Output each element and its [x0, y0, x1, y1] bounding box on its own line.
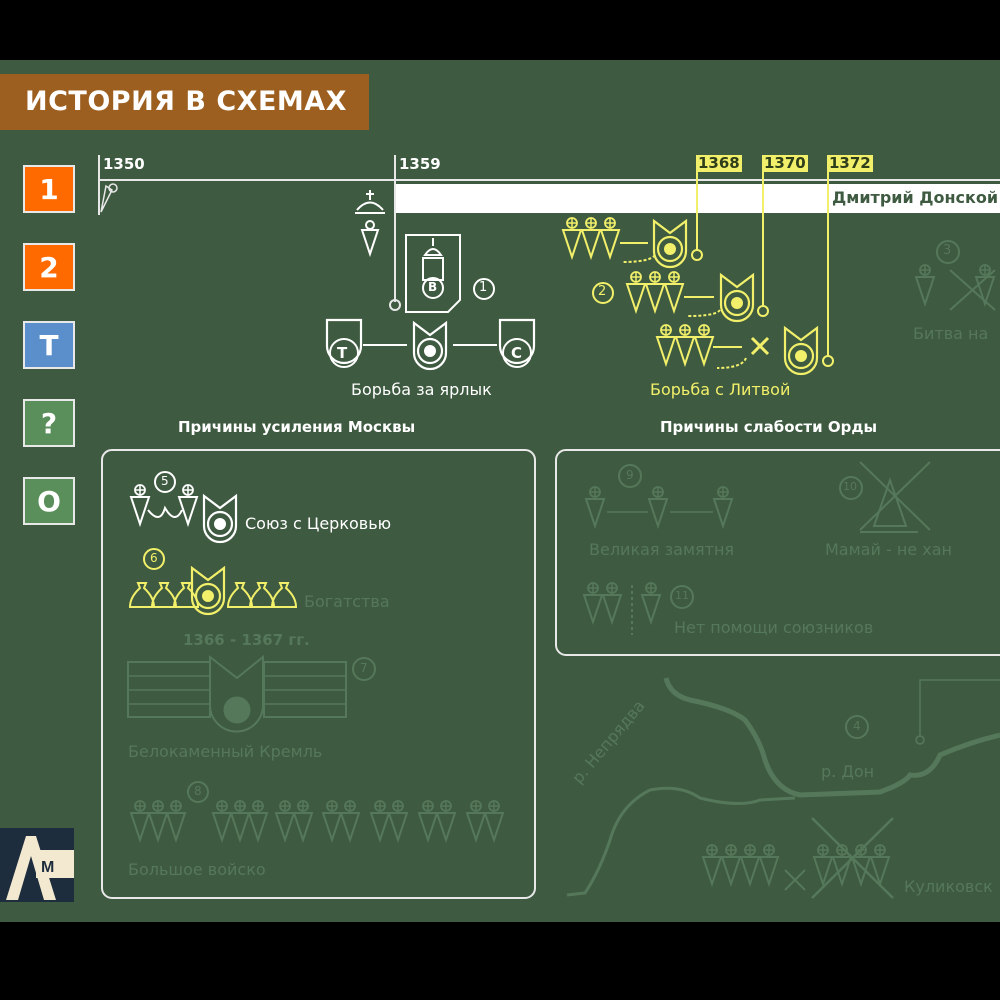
moscow-box	[101, 449, 536, 899]
page-title: ИСТОРИЯ В СХЕМАХ	[25, 86, 347, 117]
ruler-name: Дмитрий Донской	[832, 188, 999, 207]
army-label[interactable]: Большое войско	[128, 860, 266, 879]
event-number-4[interactable]: 4	[853, 719, 861, 733]
year-1359: 1359	[399, 155, 441, 173]
moscow-heading: Причины усиления Москвы	[178, 418, 416, 436]
river-don-label: р. Дон	[821, 762, 875, 781]
suzdal-letter: C	[511, 344, 523, 362]
item-number-6[interactable]: 6	[150, 551, 158, 565]
year-1368[interactable]: 1368	[696, 154, 742, 172]
logo-icon: M	[6, 836, 74, 900]
item-number-9[interactable]: 9	[626, 468, 634, 482]
year-1372[interactable]: 1372	[827, 154, 873, 172]
great-troubles-label[interactable]: Великая замятня	[589, 540, 735, 559]
svg-text:M: M	[41, 859, 54, 876]
year-1370[interactable]: 1370	[762, 154, 808, 172]
nav-button-2[interactable]: 2	[23, 243, 75, 291]
item-number-8[interactable]: 8	[194, 784, 202, 798]
vladimir-letter: B	[428, 280, 438, 294]
logo: M	[0, 828, 74, 902]
item-number-5[interactable]: 5	[161, 474, 169, 488]
horde-icons	[583, 461, 931, 635]
yarlyk-diagram	[325, 190, 536, 371]
battle-vozha-label[interactable]: Битва на	[913, 324, 989, 343]
wealth-icon	[129, 548, 297, 616]
event-number-3[interactable]: 3	[943, 243, 952, 258]
event-number-1[interactable]: 1	[479, 280, 488, 295]
horde-heading: Причины слабости Орды	[660, 418, 878, 436]
page-title-banner: ИСТОРИЯ В СХЕМАХ	[0, 74, 369, 130]
battle-3-diagram	[915, 240, 996, 311]
mamai-label[interactable]: Мамай - не хан	[825, 540, 952, 559]
nav-button-answer[interactable]: O	[23, 477, 75, 525]
kremlin-date: 1366 - 1367 гг.	[183, 631, 310, 649]
event-number-2[interactable]: 2	[598, 284, 607, 299]
year-1350: 1350	[103, 155, 145, 173]
yarlyk-label[interactable]: Борьба за ярлык	[351, 380, 492, 399]
item-number-7[interactable]: 7	[360, 661, 368, 675]
nav-button-1[interactable]: 1	[23, 165, 75, 213]
nav-button-question[interactable]: ?	[23, 399, 75, 447]
item-number-11[interactable]: 11	[675, 589, 689, 602]
tver-letter: T	[337, 344, 348, 362]
wealth-label[interactable]: Богатства	[304, 592, 390, 611]
item-number-10[interactable]: 10	[843, 480, 857, 493]
horde-box	[555, 449, 1000, 656]
kulikovo-label[interactable]: Куликовск	[904, 877, 993, 896]
kremlin-label[interactable]: Белокаменный Кремль	[128, 742, 323, 761]
army-icon	[130, 781, 504, 841]
lithuania-label[interactable]: Борьба с Литвой	[650, 380, 791, 399]
map	[566, 677, 1000, 899]
church-union-label[interactable]: Союз с Церковью	[245, 514, 392, 533]
no-allies-label[interactable]: Нет помощи союзников	[674, 618, 874, 637]
nav-button-test[interactable]: T	[23, 321, 75, 369]
church-union-icon	[130, 471, 238, 544]
year-markers	[691, 172, 834, 367]
timeline	[98, 155, 1000, 311]
kremlin-wall-icon	[127, 654, 376, 733]
lithuania-diagram	[562, 217, 819, 376]
